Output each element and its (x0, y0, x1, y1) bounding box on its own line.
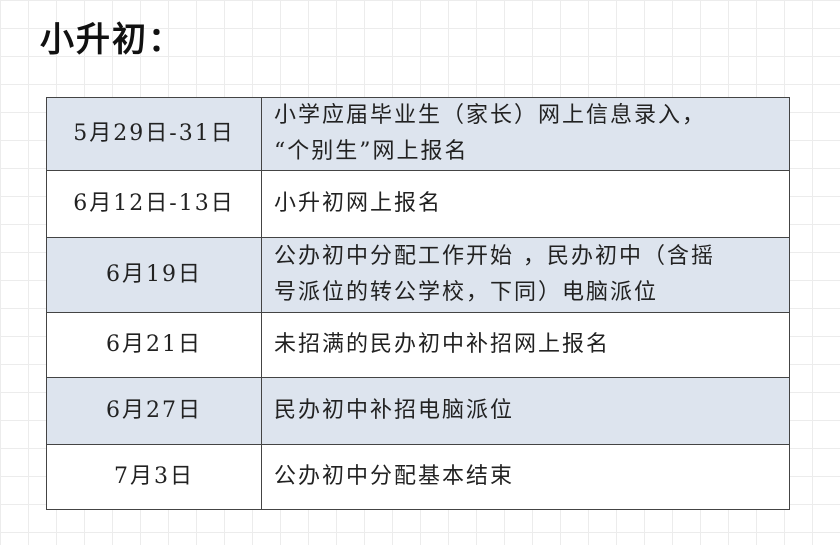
description-line: 小升初网上报名 (274, 191, 443, 216)
description-cell: 公办初中分配基本结束 (261, 444, 790, 510)
table-row: 6月19日 公办初中分配工作开始 ，民办初中（含摇 号派位的转公学校，下同）电脑… (46, 237, 790, 313)
table-row: 7月3日 公办初中分配基本结束 (46, 444, 790, 510)
date-cell: 6月12日-13日 (46, 170, 262, 238)
table-row: 6月12日-13日 小升初网上报名 (46, 170, 790, 238)
schedule-table: 5月29日-31日 小学应届毕业生（家长）网上信息录入， “个别生”网上报名 6… (46, 97, 790, 510)
date-cell: 5月29日-31日 (46, 97, 262, 171)
table-row: 6月27日 民办初中补招电脑派位 (46, 377, 790, 445)
description-line: 公办初中分配基本结束 (274, 464, 515, 489)
date-cell: 7月3日 (46, 444, 262, 510)
description-cell: 民办初中补招电脑派位 (261, 377, 790, 445)
description-cell: 小升初网上报名 (261, 170, 790, 238)
description-cell: 公办初中分配工作开始 ，民办初中（含摇 号派位的转公学校，下同）电脑派位 (261, 237, 790, 313)
table-row: 5月29日-31日 小学应届毕业生（家长）网上信息录入， “个别生”网上报名 (46, 97, 790, 171)
date-cell: 6月19日 (46, 237, 262, 313)
date-cell: 6月21日 (46, 312, 262, 378)
description-line: “个别生”网上报名 (274, 139, 469, 164)
description-line: 小学应届毕业生（家长）网上信息录入， (274, 103, 707, 128)
date-cell: 6月27日 (46, 377, 262, 445)
description-line: 民办初中补招电脑派位 (274, 398, 515, 423)
page-title: 小升初： (40, 20, 184, 60)
description-line: 号派位的转公学校，下同）电脑派位 (274, 280, 659, 305)
description-line: 公办初中分配工作开始 ，民办初中（含摇 (274, 244, 715, 269)
table-row: 6月21日 未招满的民办初中补招网上报名 (46, 312, 790, 378)
description-line: 未招满的民办初中补招网上报名 (274, 332, 611, 357)
description-cell: 小学应届毕业生（家长）网上信息录入， “个别生”网上报名 (261, 97, 790, 171)
description-cell: 未招满的民办初中补招网上报名 (261, 312, 790, 378)
